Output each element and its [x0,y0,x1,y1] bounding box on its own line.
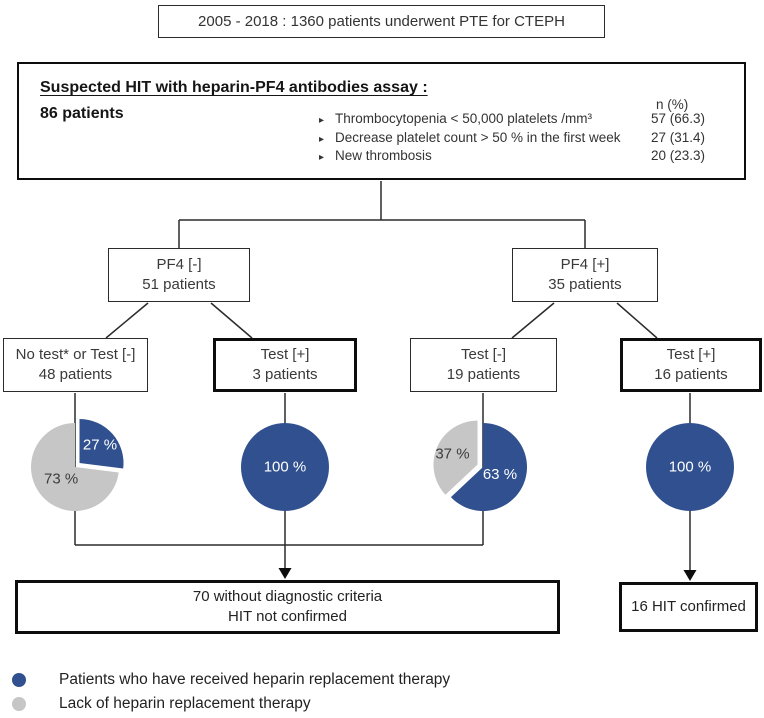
gray-dot-icon [12,697,26,711]
criteria-label: Decrease platelet count > 50 % in the fi… [335,129,621,145]
box-title: Test [+] [666,346,716,363]
pie-slice [241,423,329,511]
pf4-negative-box: PF4 [-] 51 patients [108,248,250,302]
blue-dot-icon [12,673,26,687]
pie-chart-48-patients: 27 % 73 % [30,419,124,511]
box-title: PF4 [-] [156,256,202,273]
legend-label: Patients who have received heparin repla… [59,671,451,688]
outcome-line: 16 HIT confirmed [631,598,746,615]
box-title: Test [+] [260,346,310,363]
arrow-down-icon [683,570,697,581]
pf4-positive-box: PF4 [+] 35 patients [512,248,658,302]
pie-slice [79,419,124,469]
criteria-item: ▸ New thrombosis 20 (23.3) [319,148,723,167]
box-count: 35 patients [548,276,622,293]
box-count: 48 patients [38,366,113,383]
pie-slice-label: 73 % [44,471,78,488]
arrow-down-icon [278,568,292,579]
criteria-item: ▸ Thrombocytopenia < 50,000 platelets /m… [319,111,723,130]
outcome-line: 70 without diagnostic criteria [192,588,383,605]
criteria-box: Suspected HIT with heparin-PF4 antibodie… [17,62,746,180]
criteria-list: ▸ Thrombocytopenia < 50,000 platelets /m… [319,111,723,167]
criteria-value: 27 (31.4) [651,129,706,145]
pie-slice-label: 37 % [435,445,469,462]
pie-slice-label: 100 % [264,459,307,476]
box-title: No test* or Test [-] [15,346,136,363]
box-count: 51 patients [142,276,216,293]
pie-chart-19-patients: 63 % 37 % [433,420,527,511]
top-box: 2005 - 2018 : 1360 patients underwent PT… [158,5,605,38]
outcome-box-not-confirmed: 70 without diagnostic criteria HIT not c… [15,580,560,634]
legend-label: Lack of heparin replacement therapy [59,695,311,712]
pie-chart-16-patients: 100 % [646,423,734,511]
criteria-value: 20 (23.3) [651,148,706,163]
criteria-title: Suspected HIT with heparin-PF4 antibodie… [40,79,428,96]
criteria-item: ▸ Decrease platelet count > 50 % in the … [319,130,723,149]
box-title: Test [-] [460,346,506,363]
box-count: 19 patients [446,366,521,383]
top-box-text: 2005 - 2018 : 1360 patients underwent PT… [198,12,565,30]
bullet-icon: ▸ [319,115,325,126]
legend-item-replacement-therapy: Patients who have received heparin repla… [12,671,450,689]
pie-slice [433,420,478,495]
outcome-line: HIT not confirmed [228,608,347,625]
test-box-positive-3: Test [+] 3 patients [213,338,357,392]
legend-item-no-replacement-therapy: Lack of heparin replacement therapy [12,695,311,713]
pie-slice-label: 100 % [669,459,712,476]
criteria-value: 57 (66.3) [651,111,706,126]
pie-slice-label: 27 % [83,436,117,453]
outcome-box-confirmed: 16 HIT confirmed [619,582,758,632]
bullet-icon: ▸ [319,152,325,163]
test-box-positive-16: Test [+] 16 patients [620,338,762,392]
test-box-negative-19: Test [-] 19 patients [410,338,557,392]
pie-slice-label: 63 % [483,466,517,483]
criteria-label: New thrombosis [335,148,432,163]
n-percent-header: n (%) [656,97,689,112]
test-box-no-test-48: No test* or Test [-] 48 patients [3,338,148,392]
bullet-icon: ▸ [319,133,325,145]
pie-chart-3-patients: 100 % [241,423,329,511]
box-title: PF4 [+] [560,256,610,273]
pie-slice [30,423,119,511]
pie-slice [646,423,734,511]
box-count: 3 patients [252,366,318,383]
criteria-label: Thrombocytopenia < 50,000 platelets /mm³ [335,111,593,126]
patient-count: 86 patients [40,105,124,122]
pie-slice [450,423,527,511]
box-count: 16 patients [654,366,728,383]
